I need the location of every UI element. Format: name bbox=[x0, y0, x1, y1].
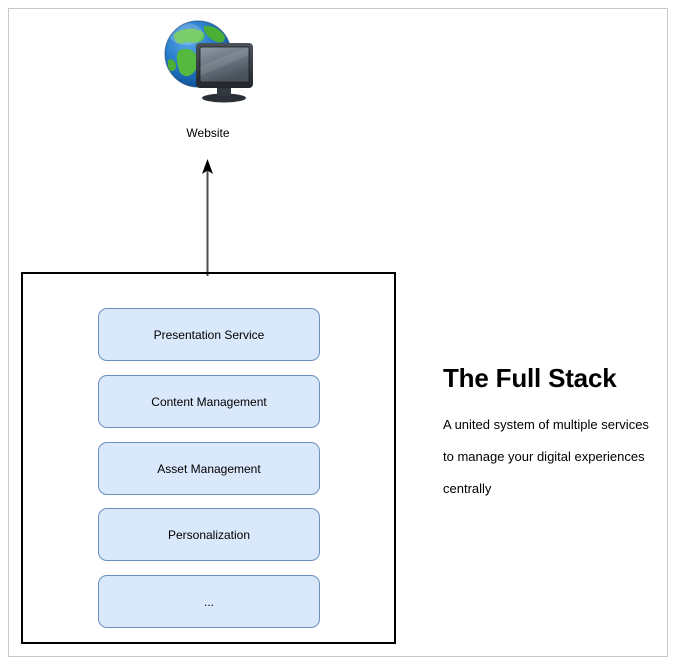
stack-box-label: Content Management bbox=[151, 394, 267, 409]
stack-box-presentation-service[interactable]: Presentation Service bbox=[98, 308, 320, 361]
stack-box-label: ... bbox=[203, 594, 214, 609]
upward-arrow bbox=[196, 156, 220, 276]
globe-monitor-icon bbox=[160, 14, 256, 106]
stack-box-ellipsis[interactable]: ... bbox=[98, 575, 320, 628]
info-body: A united system of multiple services to … bbox=[443, 393, 658, 505]
stack-box-label: Personalization bbox=[167, 527, 251, 542]
info-line: A united system of multiple services bbox=[443, 417, 649, 432]
info-title: The Full Stack bbox=[443, 363, 617, 393]
stack-container: Presentation Service Content Management … bbox=[21, 272, 396, 644]
website-label: Website bbox=[186, 126, 230, 140]
stack-box-label: Presentation Service bbox=[153, 327, 265, 342]
stack-box-label: Asset Management bbox=[157, 461, 261, 476]
info-panel: The Full Stack A united system of multip… bbox=[443, 363, 658, 505]
stack-box-personalization[interactable]: Personalization bbox=[98, 508, 320, 561]
stack-box-asset-management[interactable]: Asset Management bbox=[98, 442, 320, 495]
info-line: to manage your digital experiences bbox=[443, 449, 645, 464]
info-line: centrally bbox=[443, 481, 492, 496]
stack-box-content-management[interactable]: Content Management bbox=[98, 375, 320, 428]
website-node[interactable]: Website bbox=[160, 14, 256, 140]
